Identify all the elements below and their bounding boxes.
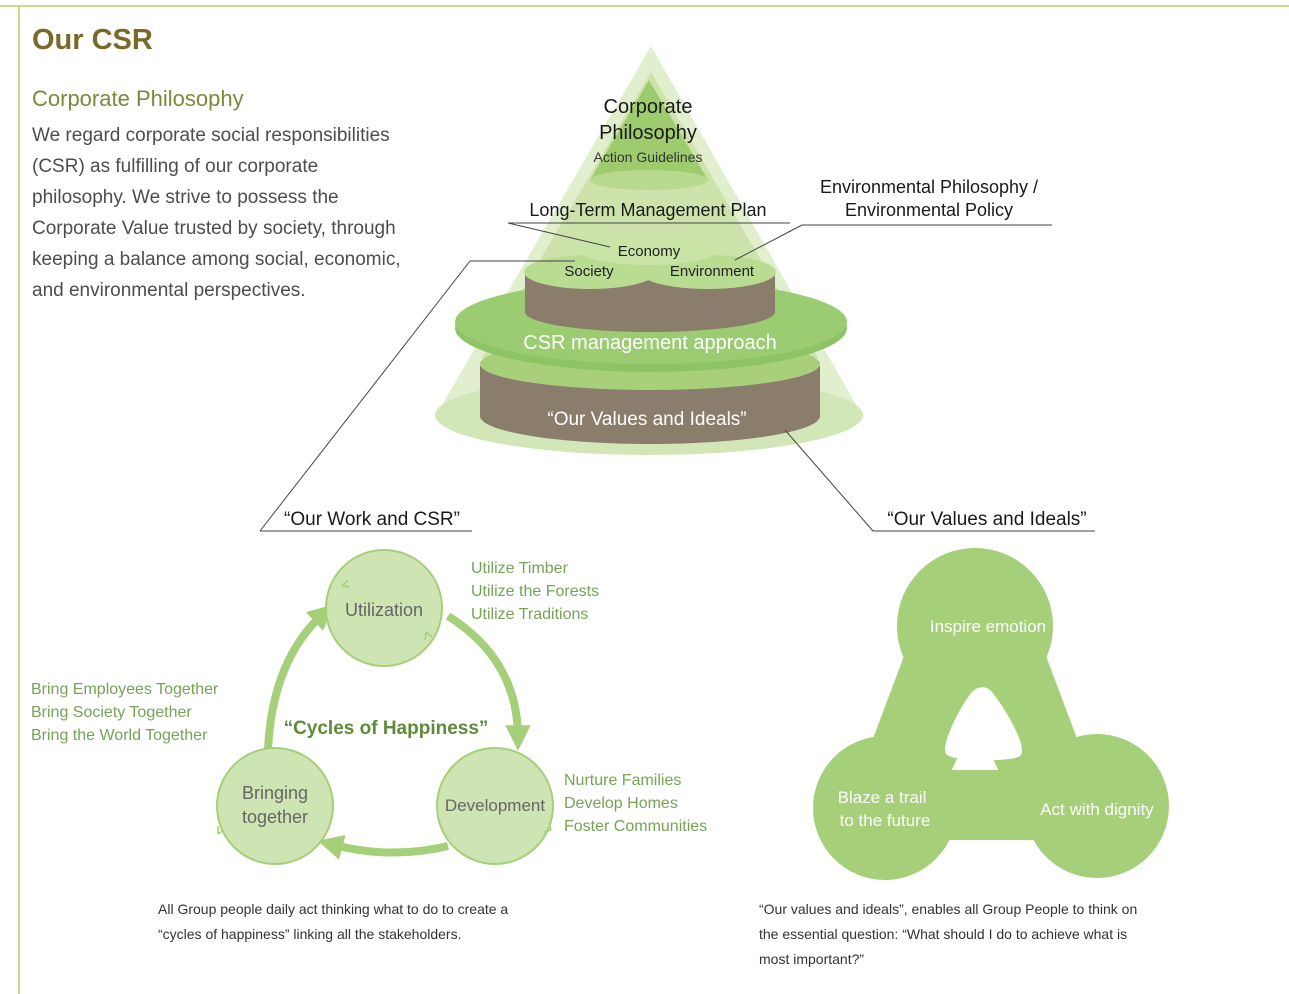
node-development	[436, 747, 554, 865]
utilize-items-list: Utilize Timber Utilize the Forests Utili…	[471, 557, 599, 626]
pyramid: Corporate Philosophy Action Guidelines L…	[259, 46, 1095, 532]
caption-line: most important?”	[759, 951, 865, 967]
list-item: Utilize Traditions	[471, 606, 589, 623]
develop-items-list: Nurture Families Develop Homes Foster Co…	[564, 769, 707, 838]
env-leader	[734, 224, 803, 261]
values-caption: “Our values and ideals”, enables all Gro…	[759, 897, 1137, 972]
section-title: Corporate Philosophy	[32, 86, 244, 111]
intro-paragraph: We regard corporate social responsibilit…	[32, 125, 401, 301]
small-arrow	[341, 579, 351, 588]
list-item: Bring the World Together	[31, 727, 208, 744]
act-dignity-label: Act with dignity	[1040, 800, 1154, 819]
work-leader	[259, 260, 471, 532]
trefoil-center-hole	[944, 687, 1023, 761]
bring-items-list: Bring Employees Together Bring Society T…	[31, 678, 218, 747]
inspire-emotion-label: Inspire emotion	[930, 617, 1046, 636]
env-label-line2: Environmental Policy	[845, 200, 1013, 220]
economy-disc	[579, 235, 719, 265]
node-bringing-label-line2: together	[242, 807, 308, 827]
list-item: Bring Society Together	[31, 704, 192, 721]
cycles-diagram: Utilization Development Bringing togethe…	[216, 549, 554, 865]
csr-approach-label: CSR management approach	[523, 332, 776, 354]
trefoil-circle-dignity	[1025, 734, 1169, 878]
cycle-arrow-utilization-to-development	[445, 612, 531, 751]
society-label: Society	[564, 263, 614, 280]
node-utilization-label: Utilization	[345, 600, 423, 620]
apex-title-line2: Philosophy	[599, 122, 697, 144]
frame-top-border	[0, 5, 1289, 7]
list-item: Foster Communities	[564, 818, 708, 835]
caption-line: “cycles of happiness” linking all the st…	[158, 926, 462, 942]
long-term-plan-label: Long-Term Management Plan	[529, 200, 766, 220]
list-item: Utilize the Forests	[471, 583, 600, 600]
env-label-line1: Environmental Philosophy /	[820, 177, 1038, 197]
values-base-label: “Our Values and Ideals”	[547, 409, 746, 430]
small-arrow	[424, 631, 433, 641]
list-item: Develop Homes	[564, 795, 678, 812]
long-term-plan-leader	[507, 222, 611, 248]
small-arrow	[543, 822, 552, 833]
values-heading: “Our Values and Ideals”	[887, 509, 1086, 530]
node-bringing-label-line1: Bringing	[242, 783, 308, 803]
blaze-trail-label-line1: Blaze a trail	[838, 788, 927, 807]
cycle-arrow-bringing-to-utilization	[264, 604, 334, 751]
economy-label: Economy	[618, 243, 681, 260]
environment-label: Environment	[670, 263, 755, 280]
caption-line: “Our values and ideals”, enables all Gro…	[759, 901, 1138, 917]
node-bringing	[216, 747, 334, 865]
trefoil-circle-inspire	[897, 548, 1053, 704]
caption-line: All Group people daily act thinking what…	[158, 901, 509, 917]
frame-left-border	[18, 5, 20, 994]
work-csr-heading: “Our Work and CSR”	[284, 509, 460, 530]
apex-cone	[590, 80, 708, 180]
caption-line: the essential question: “What should I d…	[759, 926, 1128, 942]
cycles-caption: All Group people daily act thinking what…	[158, 897, 508, 947]
apex-title-line1: Corporate	[604, 96, 693, 118]
node-utilization	[325, 549, 443, 667]
list-item: Bring Employees Together	[31, 681, 219, 698]
node-development-label: Development	[445, 796, 545, 815]
values-trefoil: Inspire emotion Blaze a trail to the fut…	[813, 548, 1169, 880]
list-item: Utilize Timber	[471, 560, 568, 577]
small-arrow	[217, 826, 225, 835]
values-leader	[784, 429, 874, 532]
apex-subtitle: Action Guidelines	[594, 149, 703, 165]
apex-cone-base	[590, 170, 708, 190]
cycles-center-label: “Cycles of Happiness”	[284, 718, 489, 739]
list-item: Nurture Families	[564, 772, 682, 789]
page-title: Our CSR	[32, 24, 153, 56]
blaze-trail-label-line2: to the future	[840, 811, 931, 830]
cycle-arrow-development-to-bringing	[317, 834, 449, 860]
trefoil-circle-blaze	[813, 736, 957, 880]
